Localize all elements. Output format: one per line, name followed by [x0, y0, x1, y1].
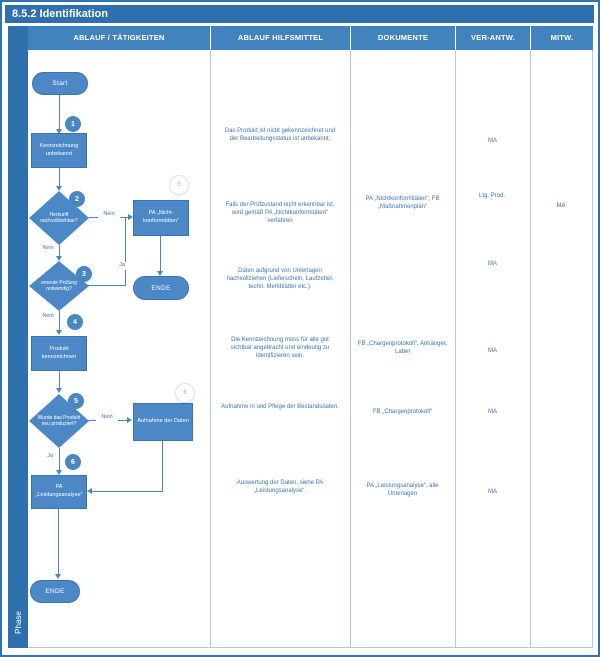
branch-label-nein: Nein	[39, 245, 57, 253]
hilfsmittel-cell-row6: Auswertung der Daten, siehe PA „Leistung…	[236, 480, 324, 494]
flow-step-aufnahme-der-daten: Aufnahme der Daten	[133, 403, 193, 441]
flow-ende-top-node: ENDE	[133, 276, 189, 300]
step-badge-6: 6	[65, 454, 81, 470]
phase-band	[8, 26, 28, 648]
table-bottom-border	[28, 647, 593, 648]
flow-ende-bottom-node: ENDE	[30, 580, 80, 603]
branch-label-nein: Nein	[39, 313, 57, 321]
arrowhead-right	[127, 417, 132, 423]
step-badge-2: 2	[69, 191, 85, 207]
flow-step-pa-leistungsanalyse: PA „Leistungsanalyse“	[31, 475, 87, 509]
hilfsmittel-cell-row4: Die Kennzeichnung muss für alle gut sich…	[230, 337, 330, 359]
step-badge-faint-5: 5	[169, 175, 189, 195]
step-badge-5: 5	[68, 393, 84, 409]
verantw-cell-row6: MA	[488, 489, 497, 495]
header-verantw: VER-ANTW.	[455, 26, 530, 50]
verantw-cell-row3: MA	[488, 261, 497, 267]
connector-line	[162, 441, 163, 492]
phase-label: Phase	[13, 610, 23, 634]
verantw-cell-row4: MA	[488, 348, 497, 354]
arrowhead-right	[128, 214, 133, 220]
flow-start-node: Start	[32, 72, 88, 95]
connector-line	[59, 311, 60, 331]
connector-line	[59, 95, 60, 131]
flow-step-produkt-kennzeichnen: Produkt kennzeichnen	[31, 336, 87, 371]
step-badge-4: 4	[67, 314, 83, 330]
branch-label-ja: Ja	[115, 262, 129, 270]
arrowhead-down	[56, 129, 62, 134]
connector-line	[160, 236, 161, 272]
column-separator	[530, 50, 531, 648]
page-title: 8.5.2 Identifikation	[5, 5, 594, 23]
column-separator	[455, 50, 456, 648]
connector-line	[59, 448, 60, 472]
flow-step-pa-nichtkonformitaeten: PA „Nicht-konformitäten“	[133, 200, 189, 236]
branch-label-nein: Nein	[96, 414, 118, 422]
header-dokumente: DOKUMENTE	[350, 26, 455, 50]
arrowhead-down	[157, 271, 163, 276]
connector-line	[59, 245, 60, 258]
header-hilfsmittel: ABLAUF HILFSMITTEL	[210, 26, 350, 50]
hilfsmittel-cell-row1: Das Produkt ist nicht gekennzeichnet und…	[224, 128, 336, 142]
connector-line	[59, 371, 60, 389]
connector-line	[125, 218, 126, 285]
dokumente-cell-row2: PA „Nichtkonformitäten“, FB „Maßnahmenpl…	[365, 196, 440, 210]
mitw-cell-row2: MA	[556, 203, 566, 209]
verantw-cell-row2: Ltg. Prod.	[478, 193, 505, 199]
arrowhead-down	[56, 186, 62, 191]
branch-label-nein: Nein	[98, 211, 120, 219]
verantw-cell-row5: MA	[488, 409, 497, 415]
hilfsmittel-cell-row2: Falls der Prüfzustand nicht erkennbar is…	[225, 202, 335, 224]
step-badge-3: 3	[76, 266, 92, 282]
arrowhead-down	[56, 388, 62, 393]
column-separator	[592, 50, 593, 648]
hilfsmittel-cell-row5: Aufnahme in und Pflege der Bestandsdaten…	[221, 404, 339, 410]
arrowhead-down	[55, 574, 61, 579]
verantw-cell-row1: MA	[488, 138, 497, 144]
flow-step-kennzeichnung-unbekannt: Kennzeichnung unbekannt	[31, 133, 87, 168]
header-mitw: MITW.	[530, 26, 593, 50]
step-badge-faint-6: 6	[175, 383, 195, 403]
connector-line	[86, 285, 126, 286]
arrowhead-down	[56, 330, 62, 335]
header-taetigkeiten: ABLAUF / TÄTIGKEITEN	[73, 33, 165, 42]
branch-label-ja: Ja	[43, 453, 57, 461]
connector-line	[59, 168, 60, 187]
arrowhead-down	[56, 256, 62, 261]
step-badge-1: 1	[65, 116, 81, 132]
column-separator	[210, 50, 211, 648]
table-header: ABLAUF / TÄTIGKEITEN ABLAUF HILFSMITTEL …	[28, 26, 593, 50]
dokumente-cell-row6: PA „Leistungsanalyse“, alle Unterlagen	[366, 483, 439, 497]
connector-line	[92, 491, 163, 492]
arrowhead-down	[56, 470, 62, 475]
dokumente-cell-row4: FB „Chargenprotokoll“, Anhänger, Label	[357, 341, 448, 355]
arrowhead-left	[87, 488, 92, 494]
dokumente-cell-row5: FB „Chargenprotokoll“	[372, 409, 433, 415]
hilfsmittel-cell-row3: Daten aufgrund von Unterlagen nachvollzi…	[226, 268, 334, 290]
column-separator	[350, 50, 351, 648]
connector-line	[58, 509, 59, 575]
